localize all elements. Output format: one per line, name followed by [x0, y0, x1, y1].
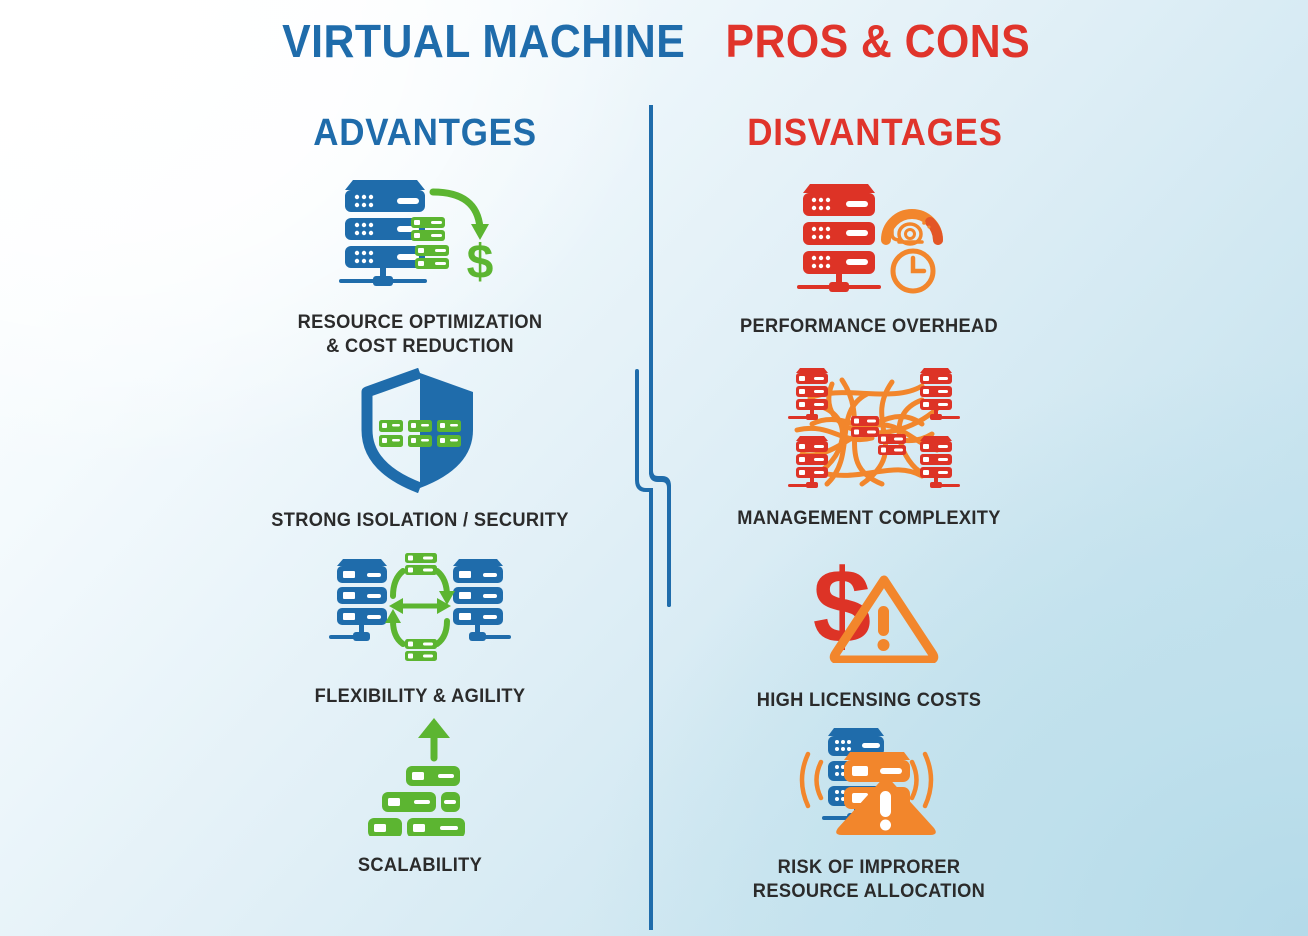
disadvantage-item-high-licensing-costs: $ HIGH LICENSING COSTS	[634, 548, 1104, 713]
advantage-item-isolation-security: STRONG ISOLATION / SECURITY	[185, 368, 655, 533]
advantage-label-scalability: SCALABILITY	[357, 855, 483, 876]
title-space	[701, 16, 713, 67]
advantage-label-isolation-security: STRONG ISOLATION / SECURITY	[271, 510, 569, 531]
shield-servers-icon	[185, 368, 655, 493]
disadvantage-item-performance-overhead: PERFORMANCE OVERHEAD	[634, 174, 1104, 339]
disadvantage-label-performance-overhead: PERFORMANCE OVERHEAD	[739, 316, 999, 337]
server-stack-cost-savings-icon: $	[185, 170, 655, 295]
svg-text:$: $	[467, 236, 494, 289]
advantage-item-scalability: SCALABILITY	[185, 713, 655, 878]
disadvantage-item-management-complexity: MANAGEMENT COMPLEXITY	[634, 366, 1104, 531]
column-heading-advantages: ADVANTGES	[313, 112, 537, 154]
disadvantage-label-high-licensing-costs: HIGH LICENSING COSTS	[756, 690, 982, 711]
disadvantage-label-management-complexity: MANAGEMENT COMPLEXITY	[737, 508, 1001, 529]
dollar-warning-icon: $	[634, 548, 1104, 673]
disadvantage-label-risk-resource-allocation: RISK OF IMPRORER RESOURCE ALLOCATION	[752, 857, 986, 902]
server-gauge-snail-clock-icon	[634, 174, 1104, 299]
tangled-network-servers-icon	[634, 366, 1104, 491]
server-migration-arrows-icon	[185, 544, 655, 669]
advantage-item-flexibility-agility: FLEXIBILITY & AGILITY	[185, 544, 655, 709]
page-title: VIRTUAL MACHINE PROS & CONS	[0, 16, 1308, 67]
scaling-up-arrow-servers-icon	[185, 713, 655, 838]
advantage-item-resource-optimization: $ RESOURCE OPTIMIZATION & COST REDUCTION	[185, 170, 655, 359]
page-title-primary: VIRTUAL MACHINE	[282, 15, 686, 67]
column-heading-disadvantages: DISVANTAGES	[747, 112, 1003, 154]
disadvantage-item-risk-resource-allocation: RISK OF IMPRORER RESOURCE ALLOCATION	[634, 715, 1104, 904]
server-alert-signal-icon	[634, 715, 1104, 840]
advantage-label-resource-optimization: RESOURCE OPTIMIZATION & COST REDUCTION	[297, 312, 543, 357]
page-title-secondary: PROS & CONS	[725, 15, 1030, 67]
advantage-label-flexibility-agility: FLEXIBILITY & AGILITY	[314, 686, 526, 707]
